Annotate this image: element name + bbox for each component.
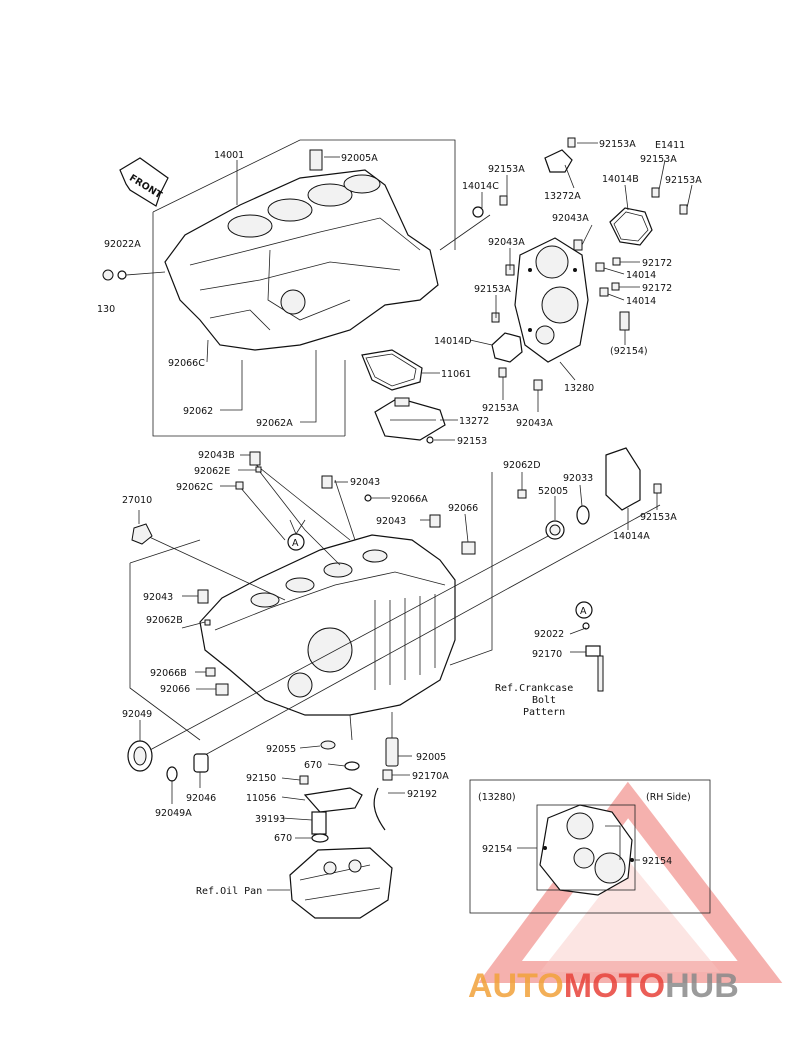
- watermark-logo: [478, 781, 783, 983]
- label-92172-1: 92172: [642, 258, 672, 269]
- cover-plate-14014D: [491, 332, 523, 363]
- label-14014A: 14014A: [613, 531, 650, 542]
- lower-crankcase: [199, 534, 456, 716]
- upper-crankcase: [164, 149, 439, 351]
- label-92005: 92005: [416, 752, 446, 763]
- label-130: 130: [97, 304, 115, 315]
- label-92172-2: 92172: [642, 283, 672, 294]
- callout-a-upper: A: [287, 519, 306, 551]
- label-14014D: 14014D: [434, 336, 472, 347]
- label-92043-3: 92043: [143, 592, 173, 603]
- label-39193: 39193: [255, 814, 285, 825]
- label-92062A: 92062A: [256, 418, 293, 429]
- label-92154-inset-2: 92154: [642, 856, 672, 867]
- label-92062D: 92062D: [503, 460, 541, 471]
- label-13280: 13280: [564, 383, 594, 394]
- label-92153A-4: 92153A: [665, 175, 702, 186]
- label-92153A-7: 92153A: [640, 512, 677, 523]
- label-92170: 92170: [532, 649, 562, 660]
- inset-rh-side-box: [469, 779, 711, 914]
- label-92043-1: 92043: [350, 477, 380, 488]
- label-92046: 92046: [186, 793, 216, 804]
- callout-a-text-2: A: [580, 606, 587, 617]
- label-14014C: 14014C: [462, 181, 499, 192]
- watermark-text: AUTOMOTOHUB: [468, 967, 739, 1005]
- label-92170A: 92170A: [412, 771, 449, 782]
- label-92043A-3: 92043A: [516, 418, 553, 429]
- label-92055: 92055: [266, 744, 296, 755]
- label-92043A-2: 92043A: [488, 237, 525, 248]
- label-92043B: 92043B: [198, 450, 235, 461]
- label-rh-side: (RH Side): [646, 792, 691, 803]
- label-14014-1: 14014: [626, 270, 656, 281]
- ref-crankcase-line3: Pattern: [523, 707, 565, 718]
- ref-crankcase-line1: Ref.Crankcase: [495, 683, 573, 694]
- label-92153A-1: 92153A: [488, 164, 525, 175]
- label-92150: 92150: [246, 773, 276, 784]
- callout-a-lower: A: [575, 601, 593, 619]
- lower-group-frame: [129, 459, 661, 756]
- label-92153: 92153: [457, 436, 487, 447]
- label-92153A-3: 92153A: [640, 154, 677, 165]
- label-92192: 92192: [407, 789, 437, 800]
- breather-cover: [374, 397, 446, 444]
- breather-gasket: [361, 349, 423, 391]
- label-92066C: 92066C: [168, 358, 205, 369]
- label-92033: 92033: [563, 473, 593, 484]
- label-92049A: 92049A: [155, 808, 192, 819]
- label-92154-inset-1: 92154: [482, 844, 512, 855]
- label-11056: 11056: [246, 793, 276, 804]
- label-92153A-2: 92153A: [599, 139, 636, 150]
- oil-pan: [289, 847, 393, 919]
- label-14014B: 14014B: [602, 174, 639, 185]
- callout-a-text: A: [292, 538, 299, 549]
- label-11061: 11061: [441, 369, 471, 380]
- side-cover-13280: [514, 237, 589, 363]
- label-92005A: 92005A: [341, 153, 378, 164]
- ref-oil-pan: Ref.Oil Pan: [196, 886, 262, 897]
- label-13272A: 13272A: [544, 191, 581, 202]
- side-cover-gasket: [609, 207, 653, 246]
- label-13272: 13272: [459, 416, 489, 427]
- watermark-part-moto: MOTO: [564, 967, 665, 1005]
- label-92022: 92022: [534, 629, 564, 640]
- label-92066-1: 92066: [448, 503, 478, 514]
- label-14001: 14001: [214, 150, 244, 161]
- label-92062C: 92062C: [176, 482, 213, 493]
- leader-lines-top: [206, 142, 693, 441]
- svg-text:AUTOMOTOHUB: AUTOMOTOHUB: [468, 967, 739, 1005]
- label-14014-2: 14014: [626, 296, 656, 307]
- label-92062E: 92062E: [194, 466, 230, 477]
- label-92062: 92062: [183, 406, 213, 417]
- label-13280-inset: (13280): [478, 792, 516, 803]
- label-92154-paren: (92154): [610, 346, 648, 357]
- label-670-1: 670: [304, 760, 322, 771]
- watermark-part-auto: AUTO: [468, 967, 564, 1005]
- lower-small-parts: [127, 447, 662, 843]
- label-92049: 92049: [122, 709, 152, 720]
- label-92043A-1: 92043A: [552, 213, 589, 224]
- label-670-2: 670: [274, 833, 292, 844]
- label-92066-2: 92066: [160, 684, 190, 695]
- label-92066B: 92066B: [150, 668, 187, 679]
- label-92153A-5: 92153A: [474, 284, 511, 295]
- label-E1411: E1411: [655, 140, 685, 151]
- upper-group-frame: [152, 139, 491, 437]
- label-52005: 52005: [538, 486, 568, 497]
- front-direction-arrow: FRONT: [119, 157, 169, 207]
- lower-leader-lines: [138, 454, 658, 891]
- part-labels: 14001 92005A 92022A 130 92066C 92062 920…: [97, 139, 702, 897]
- ref-crankcase-line2: Bolt: [532, 695, 556, 706]
- label-92066A: 92066A: [391, 494, 428, 505]
- watermark-part-hub: HUB: [665, 967, 739, 1005]
- label-92062B: 92062B: [146, 615, 183, 626]
- label-27010: 27010: [122, 495, 152, 506]
- bolt-130: [102, 269, 166, 281]
- label-92022A: 92022A: [104, 239, 141, 250]
- label-92153A-6: 92153A: [482, 403, 519, 414]
- cover-13272A: [544, 149, 573, 173]
- label-92043-2: 92043: [376, 516, 406, 527]
